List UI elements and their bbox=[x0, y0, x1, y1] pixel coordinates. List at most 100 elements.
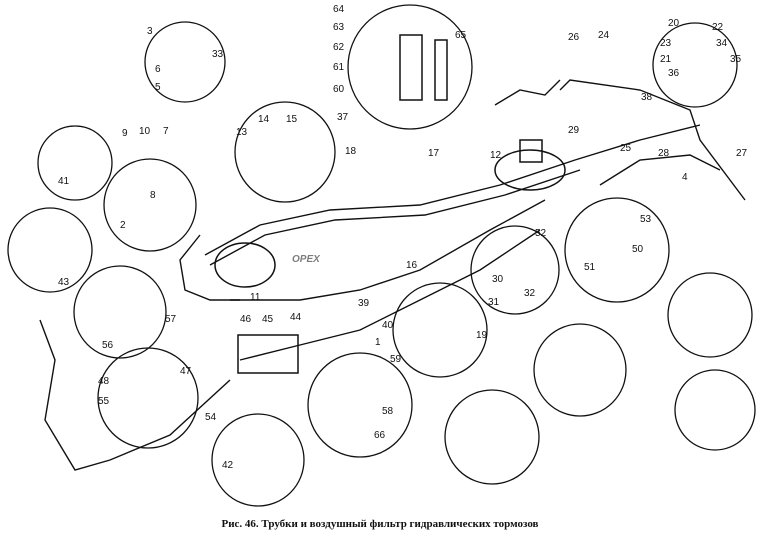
part-label-2: 2 bbox=[120, 220, 126, 231]
part-label-55: 55 bbox=[98, 396, 110, 407]
part-label-62: 62 bbox=[333, 42, 345, 53]
part-label-59: 59 bbox=[390, 354, 402, 365]
tube-middle bbox=[230, 199, 546, 301]
part-label-50: 50 bbox=[632, 244, 644, 255]
part-label-34: 34 bbox=[716, 38, 728, 49]
part-label-4: 4 bbox=[682, 172, 688, 183]
detail-circles bbox=[7, 4, 756, 507]
tube-loop-left bbox=[179, 234, 240, 301]
watermark: OPEX bbox=[292, 254, 321, 265]
booster-44 bbox=[237, 334, 299, 374]
part-label-32: 32 bbox=[524, 288, 536, 299]
part-label-22: 22 bbox=[712, 22, 724, 33]
part-label-19: 19 bbox=[476, 330, 488, 341]
part-label-52: 52 bbox=[535, 228, 547, 239]
air-filter-inlet bbox=[519, 139, 543, 163]
part-label-31: 31 bbox=[488, 297, 500, 308]
tube-upper bbox=[204, 124, 701, 256]
part-label-61: 61 bbox=[333, 62, 345, 73]
detail-circle-fitting-29 bbox=[533, 323, 627, 417]
part-label-44: 44 bbox=[290, 312, 302, 323]
part-label-54: 54 bbox=[205, 412, 217, 423]
part-label-64: 64 bbox=[333, 4, 345, 15]
part-label-33: 33 bbox=[212, 49, 224, 60]
detail-circle-union-39 bbox=[392, 282, 488, 378]
part-label-18: 18 bbox=[345, 146, 357, 157]
detail-circle-fitting-27 bbox=[667, 272, 753, 358]
filter-bolt-65 bbox=[434, 39, 448, 101]
detail-circle-air-filter bbox=[347, 4, 473, 130]
tube-rear-hose bbox=[494, 79, 561, 106]
part-label-14: 14 bbox=[258, 114, 270, 125]
part-label-39: 39 bbox=[358, 298, 370, 309]
part-label-1: 1 bbox=[375, 337, 381, 348]
part-label-27: 27 bbox=[736, 148, 748, 159]
part-label-37: 37 bbox=[337, 112, 349, 123]
part-label-28: 28 bbox=[658, 148, 670, 159]
part-label-35: 35 bbox=[730, 54, 742, 65]
detail-circle-fitting-59 bbox=[307, 352, 413, 458]
assemblies bbox=[214, 34, 566, 374]
master-cylinder-11 bbox=[214, 242, 276, 288]
part-label-21: 21 bbox=[660, 54, 672, 65]
detail-circle-sensor-35 bbox=[674, 369, 756, 451]
part-label-41: 41 bbox=[58, 176, 70, 187]
part-label-15: 15 bbox=[286, 114, 298, 125]
part-label-56: 56 bbox=[102, 340, 114, 351]
part-label-8: 8 bbox=[150, 190, 156, 201]
part-label-51: 51 bbox=[584, 262, 596, 273]
detail-circle-union-29 bbox=[470, 225, 560, 315]
part-label-25: 25 bbox=[620, 143, 632, 154]
part-label-46: 46 bbox=[240, 314, 252, 325]
tube-upper-2 bbox=[209, 169, 581, 266]
part-label-16: 16 bbox=[406, 260, 418, 271]
brake-tubes bbox=[39, 79, 746, 471]
air-filter-12 bbox=[494, 149, 566, 191]
detail-circle-clamp bbox=[144, 21, 226, 103]
part-label-40: 40 bbox=[382, 320, 394, 331]
tube-rear-axle bbox=[599, 154, 721, 186]
part-label-58: 58 bbox=[382, 406, 394, 417]
detail-circle-tee-50 bbox=[564, 197, 670, 303]
part-label-12: 12 bbox=[490, 150, 502, 161]
part-label-65: 65 bbox=[455, 30, 467, 41]
detail-circle-clip bbox=[444, 389, 540, 485]
part-label-9: 9 bbox=[122, 128, 128, 139]
part-label-57: 57 bbox=[165, 314, 177, 325]
detail-circle-valve-top-right bbox=[652, 22, 738, 108]
tube-lower bbox=[239, 229, 541, 361]
detail-circle-hose-left bbox=[37, 125, 113, 201]
tube-front-left bbox=[39, 319, 231, 471]
figure-caption: Рис. 46. Трубки и воздушный фильтр гидра… bbox=[221, 518, 539, 530]
detail-circle-union-42 bbox=[211, 413, 305, 507]
part-label-24: 24 bbox=[598, 30, 610, 41]
part-label-45: 45 bbox=[262, 314, 274, 325]
part-label-53: 53 bbox=[640, 214, 652, 225]
part-label-17: 17 bbox=[428, 148, 440, 159]
part-label-13: 13 bbox=[236, 127, 248, 138]
part-label-29: 29 bbox=[568, 125, 580, 136]
part-label-63: 63 bbox=[333, 22, 345, 33]
part-label-23: 23 bbox=[660, 38, 672, 49]
part-label-60: 60 bbox=[333, 84, 345, 95]
part-label-36: 36 bbox=[668, 68, 680, 79]
detail-circle-fitting-41 bbox=[7, 207, 93, 293]
part-label-42: 42 bbox=[222, 460, 234, 471]
part-label-11: 11 bbox=[250, 292, 261, 303]
part-label-66: 66 bbox=[374, 430, 386, 441]
part-label-6: 6 bbox=[155, 64, 161, 75]
detail-circle-bracket bbox=[103, 158, 197, 252]
part-label-47: 47 bbox=[180, 366, 192, 377]
part-label-48: 48 bbox=[98, 376, 110, 387]
part-label-5: 5 bbox=[155, 82, 161, 93]
part-label-43: 43 bbox=[58, 277, 70, 288]
part-label-7: 7 bbox=[163, 126, 169, 137]
part-label-38: 38 bbox=[641, 92, 653, 103]
part-label-3: 3 bbox=[147, 26, 153, 37]
detail-circle-valve-48 bbox=[97, 347, 199, 449]
part-label-30: 30 bbox=[492, 274, 504, 285]
detail-circle-tee-13 bbox=[234, 101, 336, 203]
tube-rear-right bbox=[559, 79, 746, 201]
